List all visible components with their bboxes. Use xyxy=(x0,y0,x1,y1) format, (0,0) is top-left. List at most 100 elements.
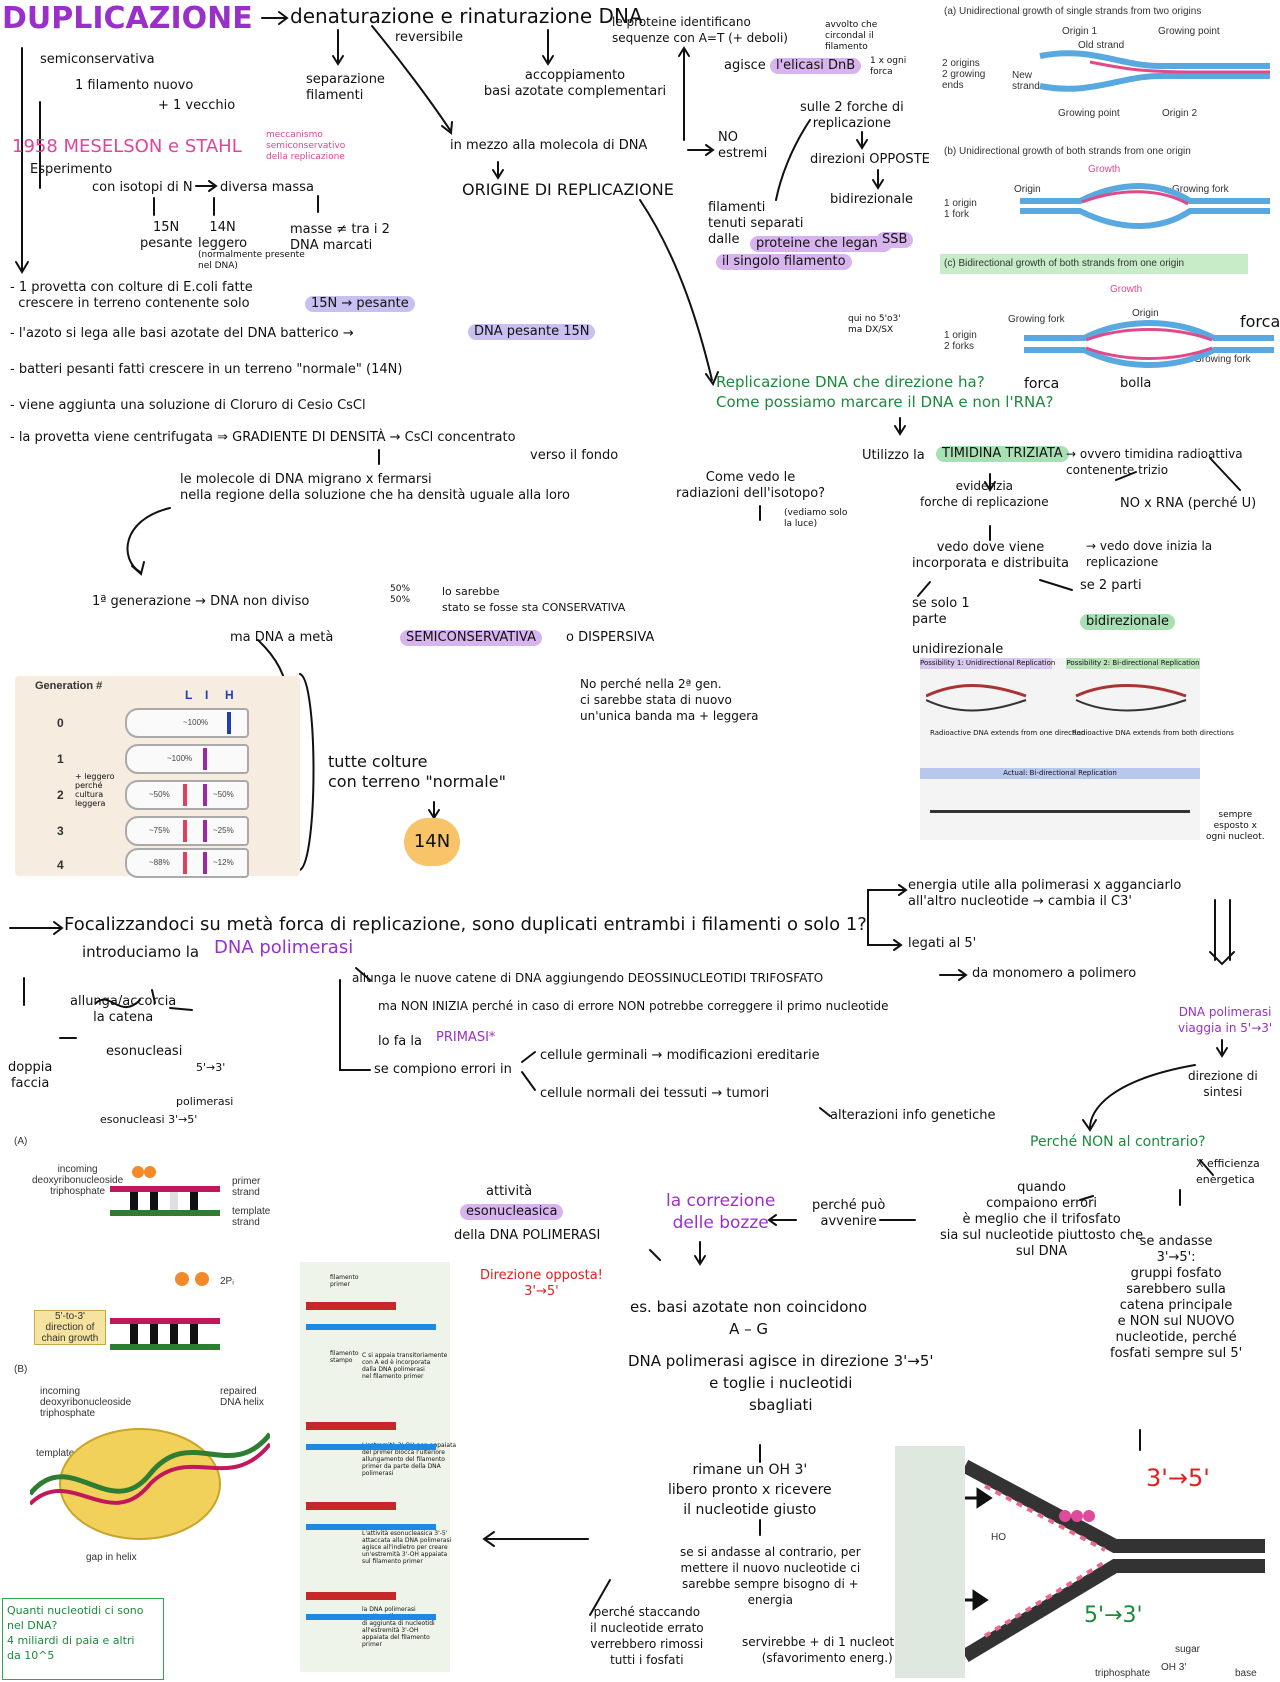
filamento-nuovo-text: 1 filamento nuovo xyxy=(75,78,194,93)
line4-text: - viene aggiunta una soluzione di Clorur… xyxy=(10,398,366,413)
proof-s2: filamento stampo xyxy=(330,1350,359,1364)
non-inizia-text: ma NON INIZIA perché in caso di errore N… xyxy=(378,999,889,1013)
proofreading-figure: filamento primer filamento stampo C si a… xyxy=(300,1262,456,1672)
bolla-text: bolla xyxy=(1120,376,1152,391)
polymerase-figure: (A) incoming deoxyribonucleoside triphos… xyxy=(10,1134,270,1584)
fig-a-label: (A) xyxy=(14,1136,28,1147)
growing-point2-label: Growing point xyxy=(1058,108,1120,119)
tube-0-label: ~100% xyxy=(183,718,209,727)
line2-text: - l'azoto si lega alle basi azotate del … xyxy=(10,326,354,341)
line3-text: - batteri pesanti fatti crescere in un t… xyxy=(10,362,403,377)
incoming-label: incoming deoxyribonucleoside triphosphat… xyxy=(32,1164,124,1197)
leggero-note: + leggero perché cultura leggera xyxy=(75,772,115,808)
col-l: L xyxy=(185,688,193,702)
rad2-label: Radioactive DNA extends from both direct… xyxy=(1072,729,1234,737)
tube-0: ~100% xyxy=(125,708,249,738)
tube-1-band-inter xyxy=(203,748,207,770)
tube-2-label-a: ~50% xyxy=(149,790,170,799)
line5-text: - la provetta viene centrifugata ⇒ GRADI… xyxy=(10,430,516,445)
tritium-question: Replicazione DNA che direzione ha? Come … xyxy=(716,373,1054,411)
primer-label: primer strand xyxy=(232,1176,261,1198)
col-h: H xyxy=(225,688,234,702)
tube-4-band-light xyxy=(183,852,187,874)
origin1-label: Origin 1 xyxy=(1062,26,1098,37)
fig-a-bottom-diagram xyxy=(110,1318,220,1350)
oh-label: OH 3' xyxy=(1161,1662,1187,1673)
diversa-massa-text: diversa massa xyxy=(220,180,314,195)
gen-0: 0 xyxy=(57,716,64,730)
forca-text: 1 x ogni forca xyxy=(870,56,907,77)
gap-label: gap in helix xyxy=(86,1552,137,1563)
tube-3-band-inter xyxy=(203,820,207,842)
come-vedo-text: Come vedo le radiazioni dell'isotopo? xyxy=(676,470,826,501)
two-origins-label: 2 origins 2 growing ends xyxy=(942,58,986,91)
direzione-text: direzione di sintesi xyxy=(1188,1069,1258,1099)
separazione-text: separazione filamenti xyxy=(306,72,385,103)
one-origin-c-label: 1 origin 2 forks xyxy=(944,330,977,352)
masse-text: masse ≠ tra i 2 DNA marcati xyxy=(290,222,390,253)
quando-text: quando compaiono errori è meglio che il … xyxy=(940,1180,1144,1259)
perche-no-text: Perché NON al contrario? xyxy=(1030,1134,1206,1150)
ma-dna-text: ma DNA a metà xyxy=(230,630,334,645)
se-si-text: se si andasse al contrario, per mettere … xyxy=(680,1545,861,1607)
attivita-text: attività xyxy=(486,1184,533,1199)
growth-figure: (a) Unidirectional growth of single stra… xyxy=(940,0,1280,290)
ho-label: HO xyxy=(991,1532,1006,1543)
n15-text: 15N pesante xyxy=(140,220,193,251)
tube-1: ~100% xyxy=(125,744,249,774)
fork-side-bg xyxy=(895,1446,965,1678)
proof-c3: L'attività esonucleasica 3'-5' attaccata… xyxy=(362,1530,452,1565)
forca-r-text: forca xyxy=(1240,312,1280,331)
perche-stacc-text: perché staccando il nucleotide errato ve… xyxy=(590,1605,704,1667)
polymerase-enzyme-icon xyxy=(30,1428,270,1540)
germinali-text: cellule germinali → modificazioni eredit… xyxy=(540,1048,820,1063)
primasi-text: PRIMASI* xyxy=(436,1030,496,1045)
sugar-label: sugar xyxy=(1175,1644,1201,1655)
tube-2-band-inter xyxy=(203,784,207,806)
origin-b-label: Origin xyxy=(1014,184,1041,195)
growing-fork-l-label: Growing fork xyxy=(1008,314,1065,325)
growing-fork-b-label: Growing fork xyxy=(1172,184,1229,195)
della-text: della DNA POLIMERASI xyxy=(454,1228,601,1243)
triphosphate-label: triphosphate xyxy=(1095,1668,1151,1679)
da-mono-text: da monomero a polimero xyxy=(972,966,1137,981)
tube-4: ~88% ~12% xyxy=(125,848,249,878)
semiconservativa-text: semiconservativa xyxy=(40,52,155,67)
autoradiography-figure: Possibility 1: Unidirectional Replicatio… xyxy=(920,658,1234,840)
tube-4-band-inter xyxy=(203,852,207,874)
se-andasse-text: se andasse 3'→5': gruppi fosfato sarebbe… xyxy=(1110,1234,1243,1361)
p53-text: 5'→3' xyxy=(196,1061,226,1074)
ovvero-text: → ovvero timidina radioattiva contenente… xyxy=(1066,447,1243,477)
reversibile-text: reversibile xyxy=(395,30,463,45)
gen-3: 3 xyxy=(57,824,64,838)
esonucl-text: esonucleasi 3'→5' xyxy=(100,1113,198,1126)
gen-2: 2 xyxy=(57,788,64,802)
se2-text: se 2 parti xyxy=(1080,578,1142,593)
unidir-text: unidirezionale xyxy=(912,642,1004,657)
fork-figure: sugar OH 3' triphosphate base HO xyxy=(895,1446,1280,1679)
allunga2-text: allunga/accorcia la catena xyxy=(70,994,177,1025)
tube-3-label-a: ~75% xyxy=(149,826,170,835)
fig-b-label: (B) xyxy=(14,1364,28,1375)
forca-l-text: forca xyxy=(1024,376,1060,392)
base-label: base xyxy=(1235,1668,1257,1679)
tube-3-band-light xyxy=(183,820,187,842)
repaired-label: repaired DNA helix xyxy=(220,1386,264,1408)
vedo-dove-text: → vedo dove inizia la replicazione xyxy=(1086,539,1213,569)
origin2-label: Origin 2 xyxy=(1162,108,1198,119)
no-rna-text: NO x RNA (perché U) xyxy=(1120,496,1257,511)
rad1-label: Radioactive DNA extends from one directi… xyxy=(930,729,1086,737)
tube-2: ~50% ~50% xyxy=(125,780,249,810)
tube-1-label: ~100% xyxy=(167,754,193,763)
origin-c-label: Origin xyxy=(1132,308,1159,319)
esonucleasica-highlight: esonucleasica xyxy=(460,1204,564,1220)
generation-figure: Generation # L I H 0 ~100% 1 ~100% 2 ~50… xyxy=(15,676,300,878)
rimane-text: rimane un OH 3' libero pronto x ricevere… xyxy=(668,1462,832,1518)
bidirezionale-text: bidirezionale xyxy=(830,192,913,207)
verso-fondo-text: verso il fondo xyxy=(530,448,619,463)
growth-b-label: Growth xyxy=(1088,164,1121,175)
servirebbe-text: servirebbe + di 1 nucleotide (sfavorimen… xyxy=(742,1635,913,1665)
vecchio-text: + 1 vecchio xyxy=(158,98,236,113)
growing-point-label: Growing point xyxy=(1158,26,1220,37)
